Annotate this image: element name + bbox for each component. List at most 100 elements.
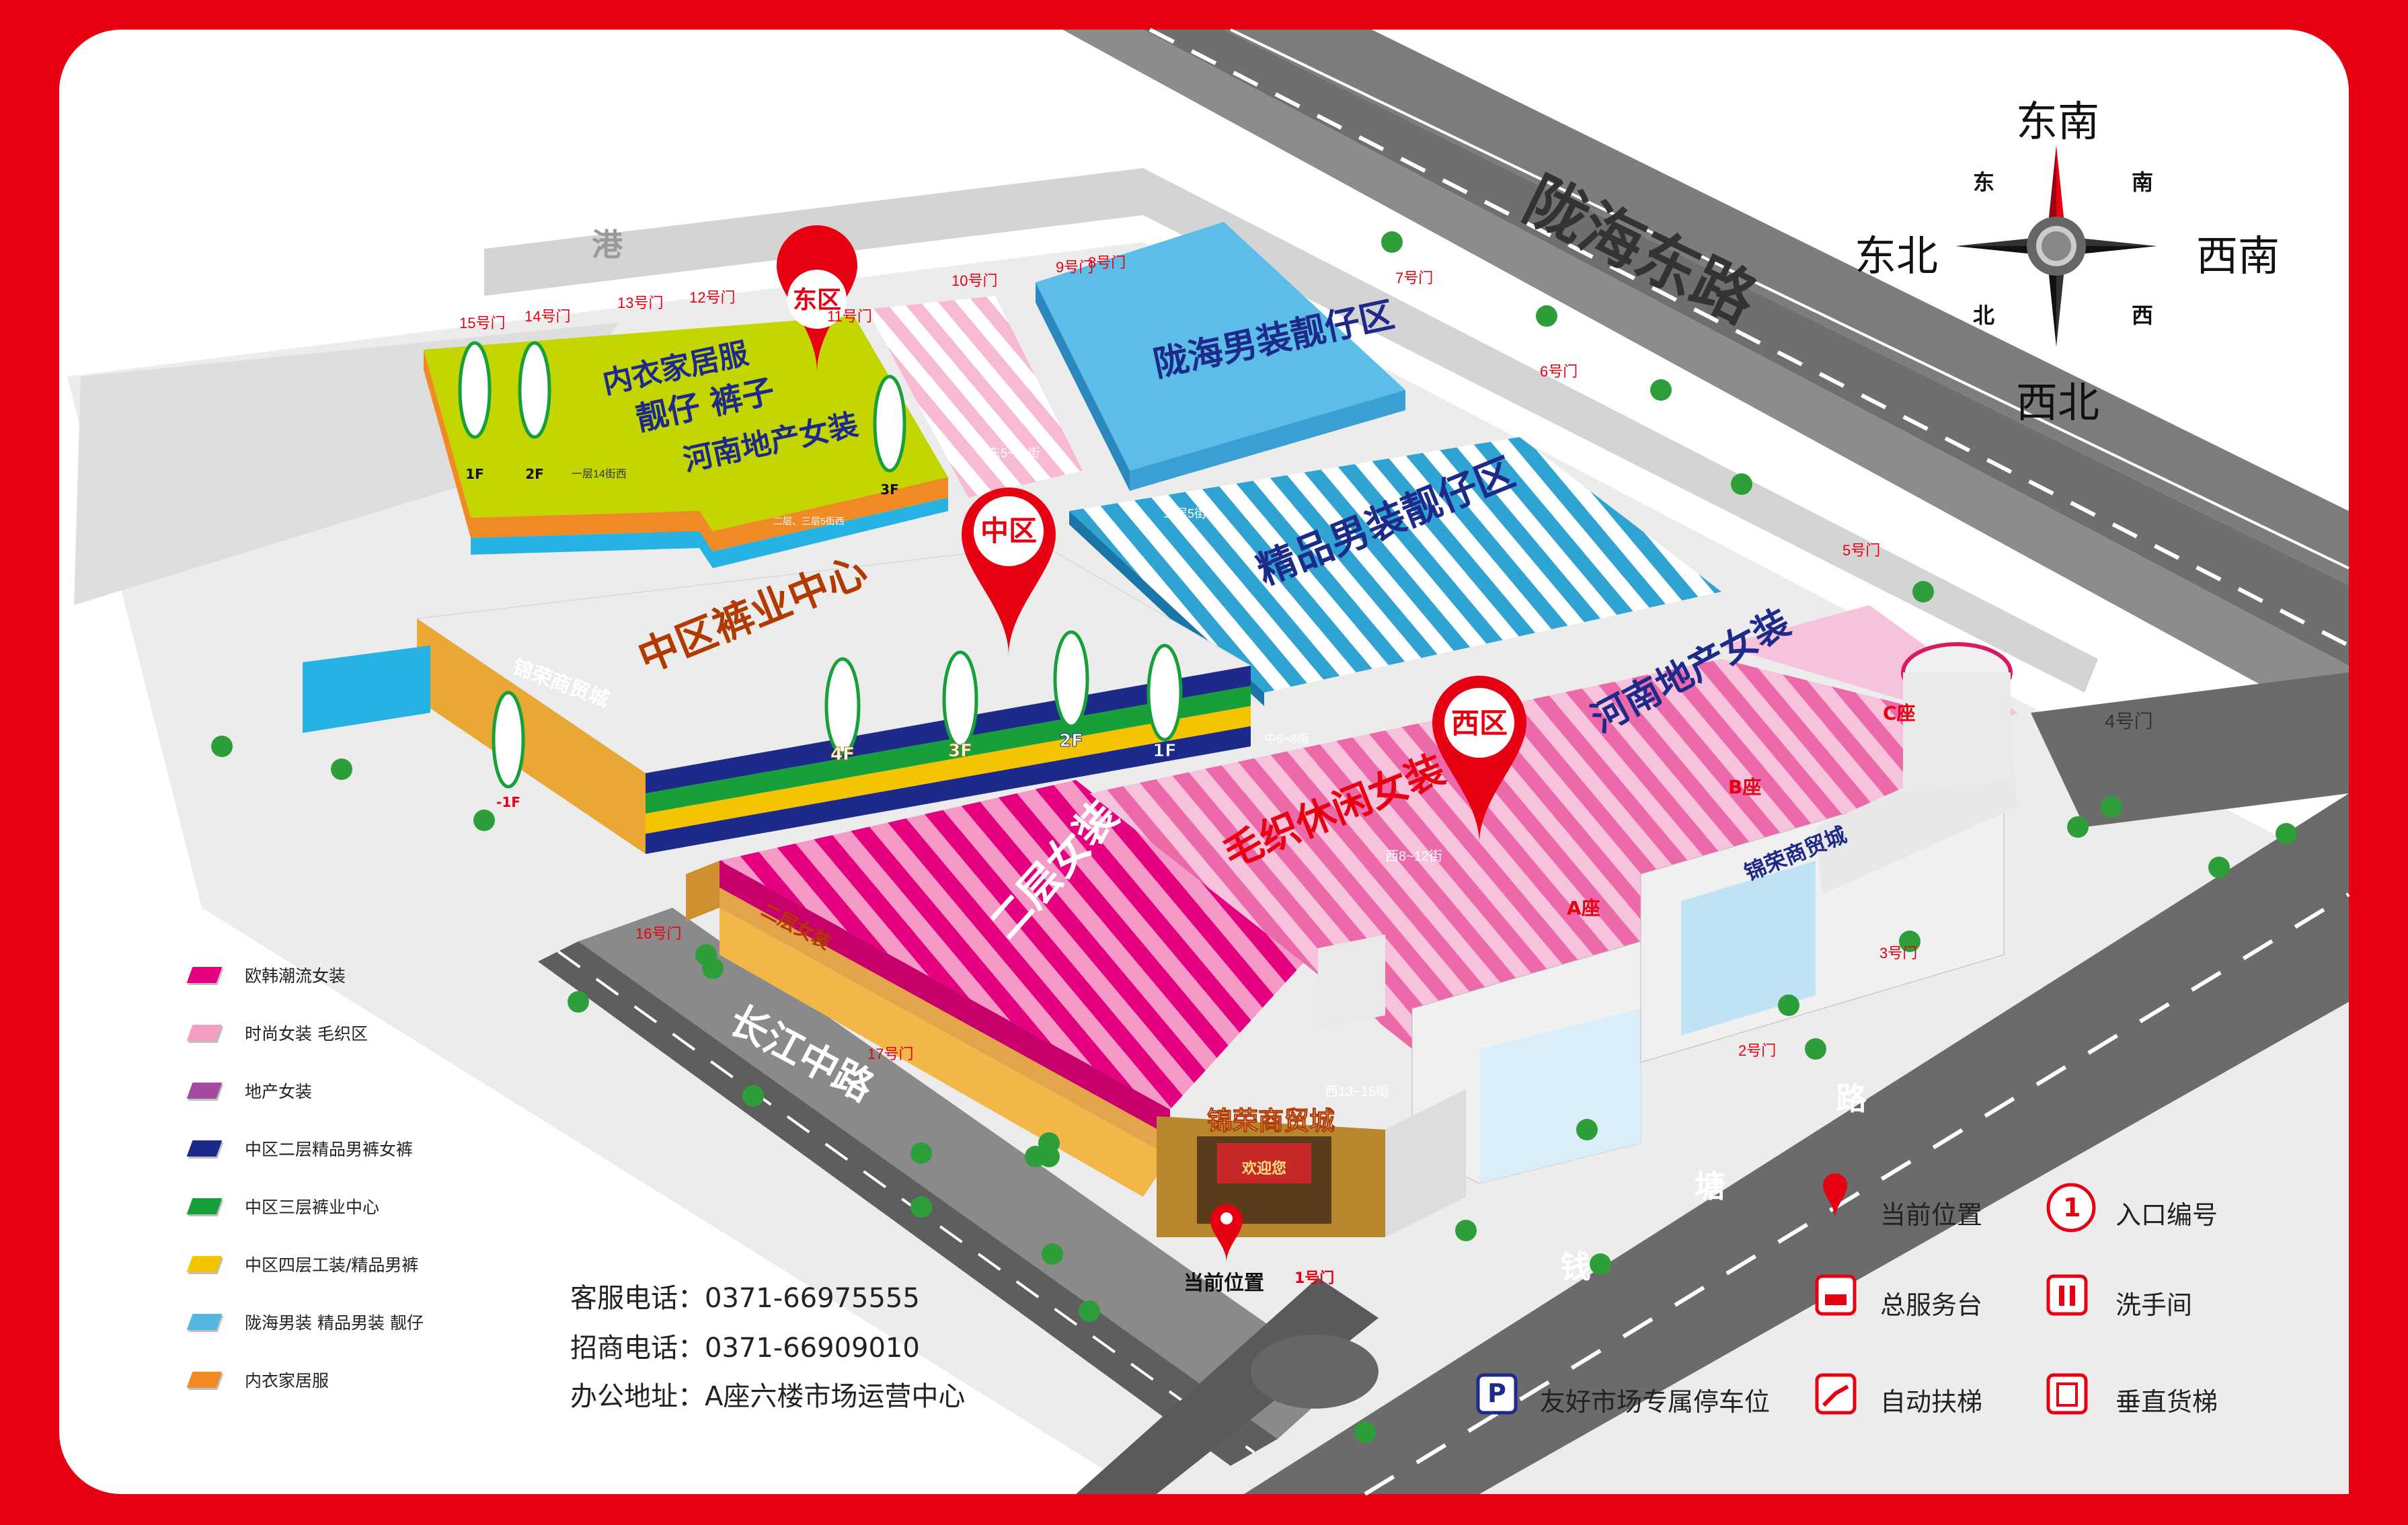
pin-mid-3f: 3F [942,650,978,762]
legend-swatch [186,967,223,983]
gate-5: 5号门 [1842,542,1880,559]
right-road-char-2: 塘 [1695,1168,1725,1204]
key-icons [1476,1173,2096,1415]
legend-label: 欧韩潮流女装 [245,966,346,986]
welcome-text: 欢迎您 [1241,1160,1286,1177]
key-service-desk: 总服务台 [1880,1290,1983,1320]
pin-east-1f: 1F [458,341,492,482]
magenta-women-building [686,780,1305,1197]
legend-swatch [186,1198,223,1214]
gate-6: 6号门 [1540,363,1578,380]
office-address: A座六楼市场运营中心 [705,1381,966,1412]
compass-small-tl: 东 [1973,169,1995,195]
legend-item: 中区二层精品男裤女裤 [186,1135,486,1162]
legend-item: 中区三层裤业中心 [186,1193,486,1220]
pin-mid-4f: 4F [824,657,861,765]
pin-mid-minus1: -1F [492,691,525,810]
gate-labels: 1号门 2号门 3号门 4号门 5号门 6号门 7号门 8号门 9号门 10号门… [459,254,2153,1287]
gate-13: 13号门 [617,295,663,311]
svg-text:1F: 1F [1153,741,1177,761]
service-phone-row: 客服电话：0371-66975555 [570,1276,920,1315]
legend-item: 地产女装 [186,1077,486,1104]
east-range: 东5~14街 [988,446,1040,460]
svg-text:4F: 4F [830,744,855,765]
legend-swatch [186,1256,223,1272]
gate-17: 17号门 [867,1046,913,1062]
service-phone-label: 客服电话： [570,1283,705,1314]
seat-c: C座 [1883,702,1916,724]
seat-a: A座 [1567,897,1600,919]
legend-item: 欧韩潮流女装 [186,962,486,988]
gate-11: 11号门 [827,308,872,325]
svg-text:1F: 1F [465,466,484,482]
gate-8: 8号门 [1088,254,1126,271]
longhai-men-building [1036,222,1405,491]
legend-label: 陇海男装 精品男装 靓仔 [245,1313,424,1333]
right-road [1244,672,2350,1496]
gate-1: 1号门 [1294,1269,1334,1287]
gate-16: 16号门 [635,925,681,942]
compass-top-label: 东南 [2016,97,2100,146]
pin-east-3f: 3F [873,375,906,498]
pin-east-2f: 2F [518,341,551,482]
legend-item: 内衣家居服 [186,1366,486,1393]
key-parking: 友好市场专属停车位 [1540,1387,1771,1417]
legend-label: 中区四层工装/精品男裤 [245,1255,419,1275]
key-elevator: 垂直货梯 [2115,1387,2218,1417]
current-position-pin [1210,1204,1243,1262]
gate-7: 7号门 [1395,270,1433,286]
svg-text:3F: 3F [948,741,972,761]
gate-10: 10号门 [951,272,997,289]
right-road-char-3: 路 [1836,1081,1867,1117]
gate-14: 14号门 [525,308,570,325]
east-stripe-building [867,296,1083,498]
gate-3: 3号门 [1879,945,1917,962]
pin-mid-1f: 1F [1147,643,1183,762]
svg-text:2F: 2F [1059,731,1083,751]
key-current-position: 当前位置 [1880,1200,1983,1230]
legend-label: 内衣家居服 [245,1371,329,1391]
middle-pants-building [303,544,1252,854]
compass-small-br: 西 [2132,303,2154,328]
floor3-label: 二层、三层5街西 [773,516,845,526]
gate-4: 4号门 [2105,711,2153,732]
legend-item: 时尚女装 毛织区 [186,1019,486,1046]
west-range-2: 西13~15街 [1325,1084,1389,1099]
invest-phone: 0371-66909010 [705,1333,920,1364]
gate-2: 2号门 [1738,1042,1776,1059]
gate-9: 9号门 [1056,259,1093,276]
zone-marker-middle [962,487,1056,656]
compass-rose [1955,145,2157,347]
key-escalator: 自动扶梯 [1880,1387,1983,1417]
mid-range: 中6~8街 [1264,732,1309,746]
legend-label: 中区二层精品男裤女裤 [245,1140,414,1159]
key-entrance-numeral: 1 [2063,1193,2081,1222]
legend-item: 陇海男装 精品男装 靓仔 [186,1308,486,1335]
middle-zone-label: 中区 [980,514,1037,547]
front-entrance [1157,935,1466,1237]
seat-b: B座 [1728,776,1761,798]
svg-text:-1F: -1F [496,794,520,810]
legend-label: 时尚女装 毛织区 [245,1024,368,1044]
compass-small-tr: 南 [2132,169,2154,195]
key-toilet: 洗手间 [2115,1290,2193,1320]
west-zone-label: 西区 [1451,707,1508,740]
legend-label: 地产女装 [245,1082,313,1101]
current-position-label: 当前位置 [1183,1272,1264,1295]
floor2-st5: 二层5街 [1163,507,1206,520]
legend-swatch [186,1372,223,1388]
legend-swatch [186,1140,223,1157]
east-zone-label: 东区 [793,286,841,314]
zone-marker-west [1432,675,1527,844]
top-small-road: 港 [592,227,623,263]
compass-left-label: 东北 [1855,231,1939,280]
legend-swatch [186,1083,223,1099]
compass-right-label: 西南 [2196,231,2280,280]
office-address-label: 办公地址： [570,1381,705,1412]
right-road-char-1: 钱 [1560,1249,1591,1285]
compass-bottom-label: 西北 [2016,378,2100,427]
key-entrance-number: 入口编号 [2115,1200,2218,1230]
svg-text:3F: 3F [880,481,899,498]
main-sign: 锦荣商贸城 [1207,1106,1335,1136]
